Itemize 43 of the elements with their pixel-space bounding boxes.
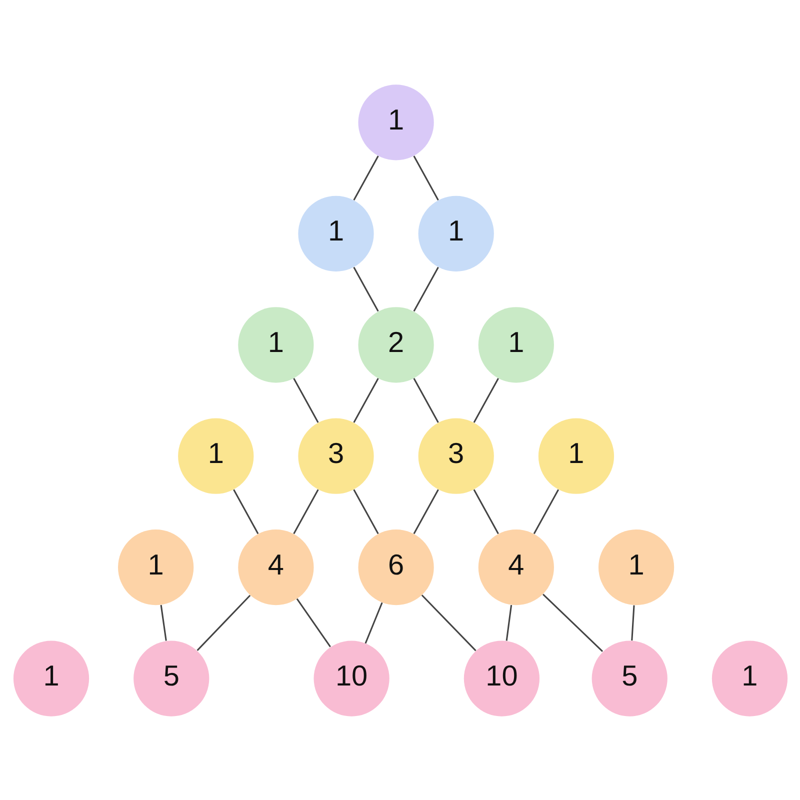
node-circle: 4 xyxy=(238,529,314,605)
connector xyxy=(630,604,634,640)
connector xyxy=(412,266,438,312)
node-circle: 1 xyxy=(711,640,788,716)
node-circle: 1 xyxy=(358,84,434,160)
node-circle: 10 xyxy=(313,640,389,716)
node-circle: 1 xyxy=(12,640,89,716)
node-circle: 1 xyxy=(238,306,314,382)
node-circle: 1 xyxy=(178,418,254,494)
connector xyxy=(412,155,438,200)
node-circle: 1 xyxy=(118,529,194,605)
connector xyxy=(352,378,378,422)
node-circle: 1 xyxy=(478,306,554,382)
node-circle: 1 xyxy=(538,418,614,494)
connector xyxy=(505,604,512,640)
connector xyxy=(352,266,378,312)
node-circle: 3 xyxy=(418,418,494,494)
node-circle: 6 xyxy=(358,529,434,605)
node-circle: 5 xyxy=(591,640,667,716)
connector xyxy=(542,593,603,652)
connector xyxy=(532,488,559,534)
connector xyxy=(160,604,166,640)
connector xyxy=(364,602,382,644)
connector xyxy=(292,378,318,422)
connector xyxy=(472,378,498,422)
node-circle: 5 xyxy=(133,640,209,716)
connector xyxy=(196,594,250,650)
connector xyxy=(420,594,476,651)
node-circle: 2 xyxy=(358,306,434,382)
connector xyxy=(292,488,318,534)
node-circle: 1 xyxy=(598,529,674,605)
connector xyxy=(232,488,258,534)
connector xyxy=(352,155,378,200)
node-circle: 10 xyxy=(463,640,540,716)
node-circle: 3 xyxy=(298,418,374,494)
node-circle: 1 xyxy=(418,195,494,271)
connector xyxy=(352,488,378,534)
node-circle: 1 xyxy=(298,195,374,271)
connector xyxy=(296,598,330,647)
node-circle: 4 xyxy=(478,529,554,605)
connector xyxy=(472,488,498,534)
connector xyxy=(412,378,438,422)
connector xyxy=(412,488,438,534)
